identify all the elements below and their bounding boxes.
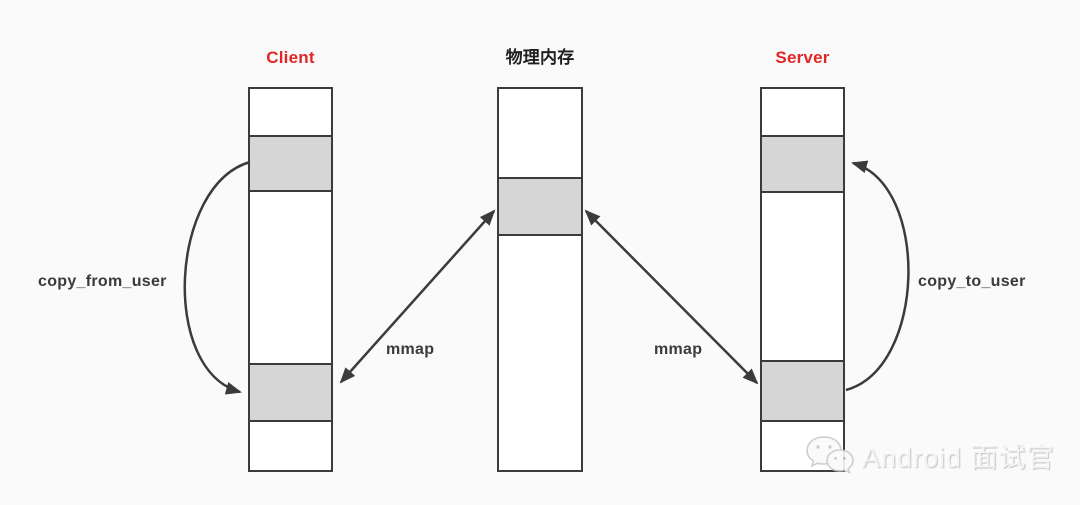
client-title: Client [266,48,315,67]
watermark-text: Android 面试官 [862,442,1055,473]
client-upper-shaded-region [248,135,333,192]
server-upper-shaded-region [760,135,845,193]
server-title: Server [775,48,830,67]
mmap-left-label: mmap [386,341,435,358]
mmap-right-label: mmap [654,341,703,358]
physical-memory-column [497,87,583,472]
copy-from-user-label: copy_from_user [38,273,167,290]
server-lower-shaded-region [760,360,845,422]
server-memory-column [760,87,845,472]
copy-to-user-arrow [845,160,910,392]
client-memory-column [248,87,333,472]
physical-memory-shaded-region [497,177,583,236]
copy-to-user-label: copy_to_user [918,273,1026,290]
physical-memory-title: 物理内存 [505,48,575,67]
client-lower-shaded-region [248,363,333,422]
copy-from-user-arrow [183,160,251,395]
